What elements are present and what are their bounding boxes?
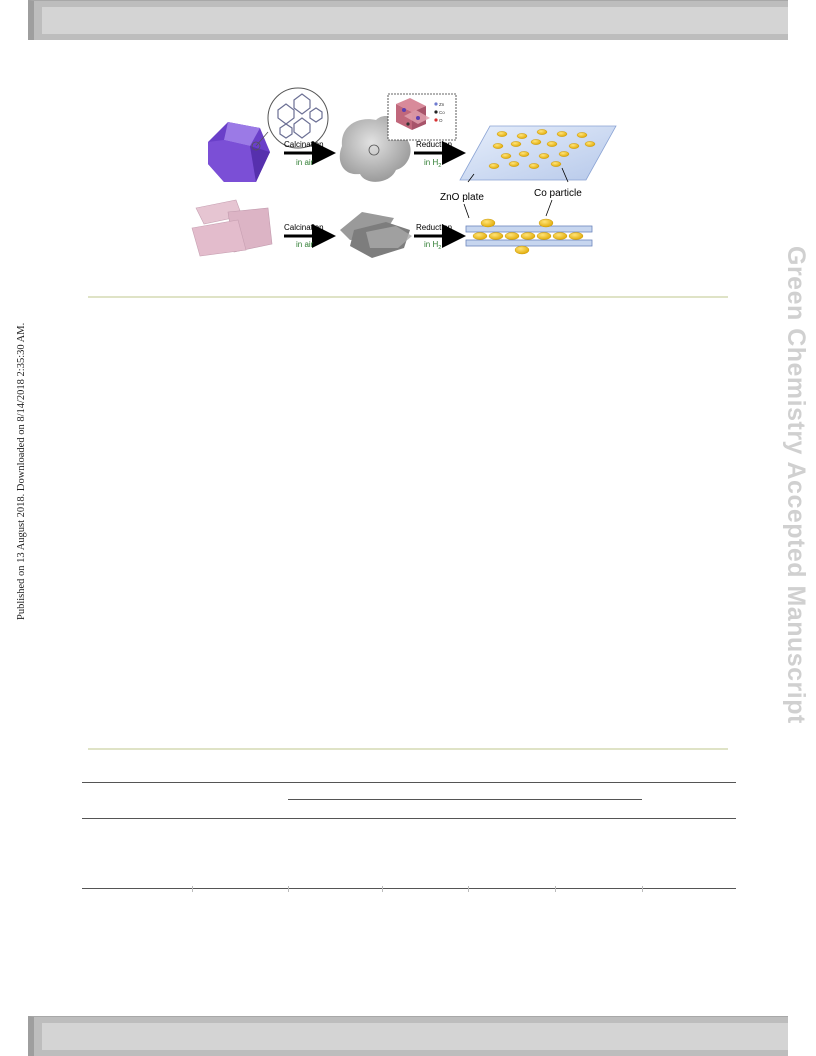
- footer-bar-inner: [42, 1023, 788, 1050]
- row2-step2-bottom-label: in H2: [424, 240, 441, 251]
- header-bar: [28, 0, 788, 40]
- figure-caption-rule: [88, 296, 728, 298]
- row2-step1-bottom-label: in air: [296, 240, 314, 249]
- table-col-tick: [555, 886, 556, 892]
- publication-info-margin: Published on 13 August 2018. Downloaded …: [16, 322, 27, 620]
- zno-pointer-bottom: [463, 203, 470, 219]
- table-header-rule: [82, 818, 736, 819]
- footer-bar: [28, 1016, 788, 1056]
- accepted-manuscript-watermark: Green Chemistry Accepted Manuscript: [782, 246, 810, 724]
- zno-pointer-top: [467, 173, 475, 183]
- co-particle-label: Co particle: [534, 188, 582, 199]
- table-col-tick: [468, 886, 469, 892]
- row1-step2-top-label: Reduction: [416, 140, 452, 149]
- zno-plate-label: ZnO plate: [440, 192, 484, 203]
- table-col-tick: [382, 886, 383, 892]
- text-block-rule: [88, 748, 728, 750]
- zno-plate-top-view: [459, 125, 617, 181]
- row1-step1-bottom-label: in air: [296, 158, 314, 167]
- table-col-tick: [192, 886, 193, 892]
- pink-plates: [191, 199, 273, 257]
- table-col-tick: [288, 886, 289, 892]
- legend-o: O: [439, 118, 443, 123]
- table-bottom-rule: [82, 888, 736, 889]
- table-span-rule: [288, 799, 642, 800]
- gray-plates: [340, 212, 412, 258]
- row1-step2-bottom-label: in H2: [424, 158, 441, 169]
- row2-step1-top-label: Calcination: [284, 223, 324, 232]
- synthesis-scheme-figure: Calcination in air Zn Co O Reduction in …: [191, 87, 617, 258]
- row1-step1-top-label: Calcination: [284, 140, 324, 149]
- legend-co: Co: [439, 110, 445, 115]
- zno-plate-side-view: [465, 218, 593, 255]
- crystal-structure-inset: Zn Co O: [387, 93, 457, 141]
- framework-inset: [251, 87, 329, 151]
- row2-step2-top-label: Reduction: [416, 223, 452, 232]
- co-pointer-top: [561, 167, 569, 183]
- co-pointer-bottom: [545, 199, 553, 217]
- table-top-rule: [82, 782, 736, 783]
- header-bar-inner: [42, 7, 788, 34]
- table-col-tick: [642, 886, 643, 892]
- zif-polyhedron: [208, 122, 270, 182]
- legend-zn: Zn: [439, 102, 445, 107]
